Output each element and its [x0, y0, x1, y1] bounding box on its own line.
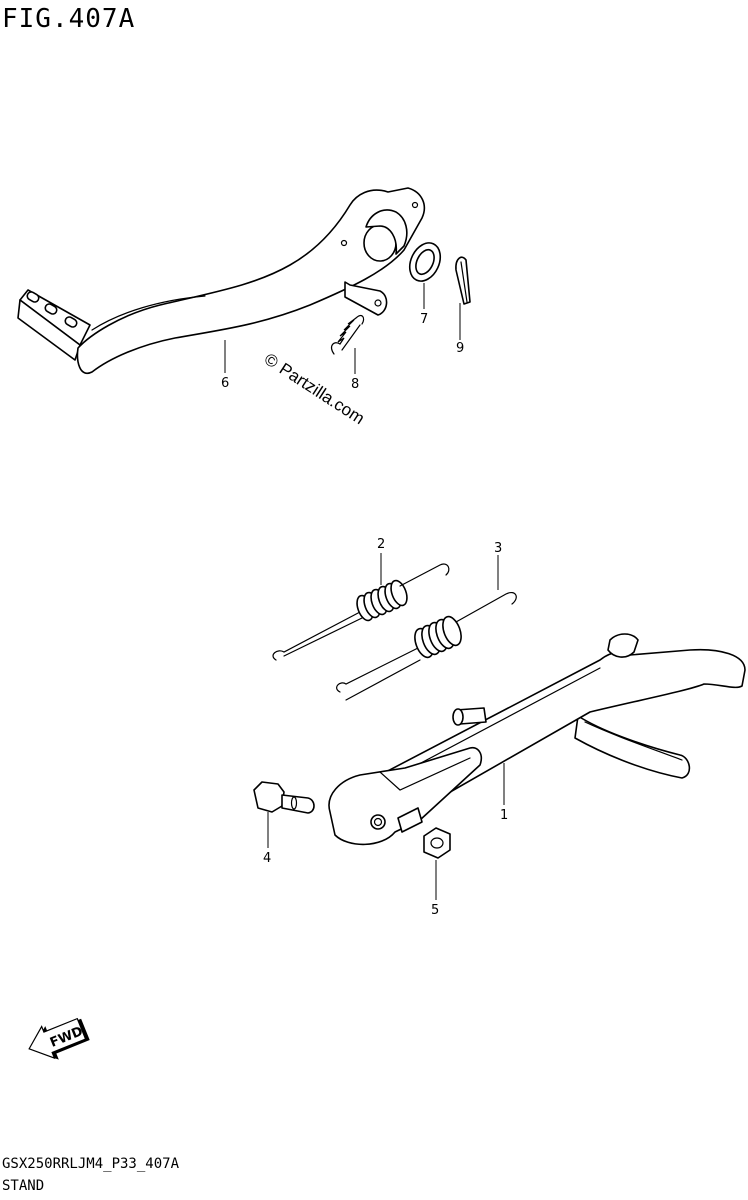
- figure-title: FIG.407A: [2, 4, 136, 34]
- diagram-code: GSX250RRLJM4_P33_407A: [2, 1156, 180, 1172]
- fwd-arrow-icon: FWD: [28, 1017, 90, 1060]
- part-7-washer[interactable]: [404, 238, 446, 286]
- part-1-side-stand[interactable]: [328, 633, 746, 846]
- callout-7: 7: [420, 312, 428, 327]
- leader-lines: [224, 283, 505, 900]
- callout-3: 3: [494, 541, 502, 556]
- part-6-brake-pedal[interactable]: [17, 187, 426, 375]
- part-3-spring[interactable]: [336, 592, 517, 701]
- callout-1: 1: [500, 808, 508, 823]
- callout-2: 2: [377, 537, 385, 552]
- part-4-bolt[interactable]: [253, 781, 315, 814]
- part-2-spring[interactable]: [272, 563, 450, 661]
- callout-6: 6: [221, 376, 229, 391]
- callout-5: 5: [431, 903, 439, 918]
- callout-4: 4: [263, 851, 271, 866]
- callout-9: 9: [456, 341, 464, 356]
- diagram-name: STAND: [2, 1178, 45, 1194]
- part-8-spring[interactable]: [330, 314, 365, 355]
- part-9-cotter-pin[interactable]: [455, 256, 471, 305]
- part-5-nut[interactable]: [423, 827, 451, 859]
- watermark-text: Partzilla.com: [276, 359, 368, 428]
- callout-8: 8: [351, 377, 359, 392]
